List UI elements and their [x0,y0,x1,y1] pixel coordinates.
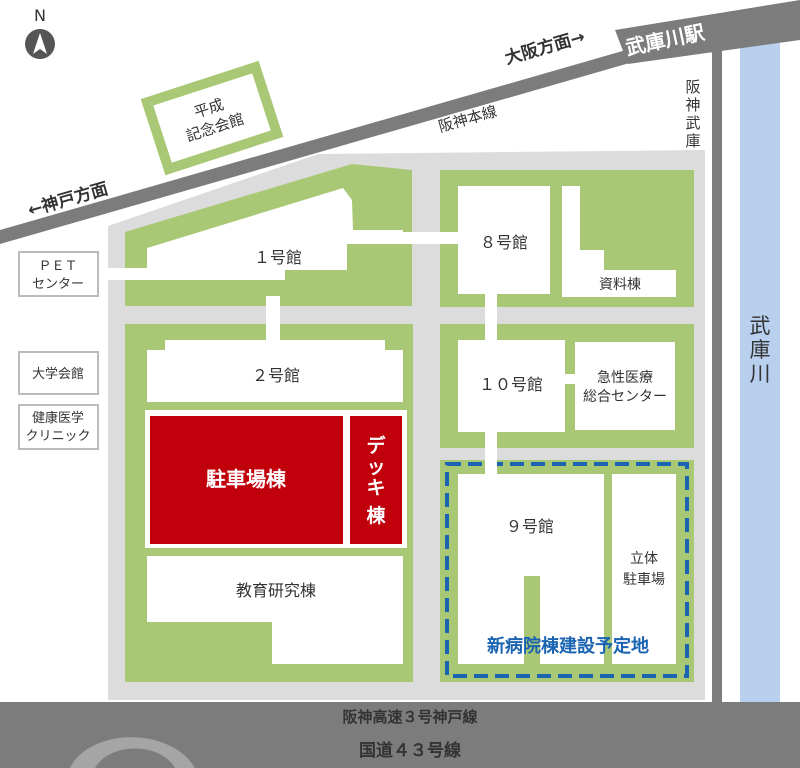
building-10 [458,340,565,432]
clinic-label-1: 健康医学 [32,410,84,426]
health-clinic [18,404,99,450]
building-10-label: １０号館 [479,375,543,394]
building-1 [147,188,403,280]
national-route-road [0,730,800,768]
connector-b1-b8 [402,232,460,244]
expressway-label: 阪神高速３号神戸線 [342,708,477,726]
deck-char-3: キ [366,477,385,499]
national-route-label: 国道４３号線 [359,740,461,761]
pet-label-1: ＰＥＴ [38,259,77,274]
river-label-2: 庫 [750,338,771,362]
connector-b10-b9 [485,430,497,476]
road-curve [70,737,195,768]
connector-pet-b1 [108,268,148,280]
emergency-label-1: 急性医療 [597,369,653,386]
pet-center [18,251,99,297]
education-label: 教育研究棟 [236,581,316,600]
building-9-label: ９号館 [506,517,554,536]
connector-b10-emergency [563,374,577,384]
university-hall [18,351,99,395]
mukogawa-line-track [712,30,722,702]
building-8-label: ８号館 [480,233,528,252]
planned-site-label: 新病院棟建設予定地 [487,635,649,657]
side-line-char-3: 武 [685,114,700,132]
river-label-3: 川 [750,362,771,386]
deck-char-4: 棟 [366,504,386,527]
shiryo-label: 資料棟 [599,277,641,293]
building-8 [458,186,550,294]
parking-label: 駐車場棟 [206,467,287,491]
shiryo-building [562,186,676,297]
deck-building [350,416,402,544]
parking-building [150,416,343,544]
expressway-band [0,702,800,730]
building-2 [147,340,403,402]
education-building [147,556,403,664]
side-line-char-2: 神 [685,96,700,114]
planned-site-border [445,462,689,678]
side-line-char-4: 庫 [685,132,700,150]
building-9 [458,474,604,664]
multi-parking-label-2: 駐車場 [623,571,665,588]
direction-osaka-label: 大阪方面→ [502,26,587,69]
clinic-label-2: クリニック [25,429,90,444]
building-2-label: ２号館 [252,366,300,385]
side-line-char-1: 阪 [685,78,700,96]
compass-n-label: N [34,6,46,25]
connector-b8-b10 [485,292,497,342]
emergency-label-2: 総合センター [583,389,667,405]
emergency-building [575,342,675,430]
river-area [740,20,780,702]
connector-b1-b2 [266,296,280,342]
deck-char-2: ッ [366,456,385,478]
pet-label-2: センター [32,277,84,292]
university-hall-label: 大学会館 [32,366,84,382]
hanshin-main-line-track [0,0,800,244]
multi-parking-label-1: 立体 [630,551,658,567]
deck-char-1: デ [366,434,386,457]
heisei-hall: 平成 記念会館 [140,60,284,176]
multi-parking-building [612,474,676,664]
river-label-1: 武 [750,314,771,338]
station-block [615,0,800,64]
building-1-label: １号館 [254,248,302,267]
north-arrow-pointer [33,33,47,54]
